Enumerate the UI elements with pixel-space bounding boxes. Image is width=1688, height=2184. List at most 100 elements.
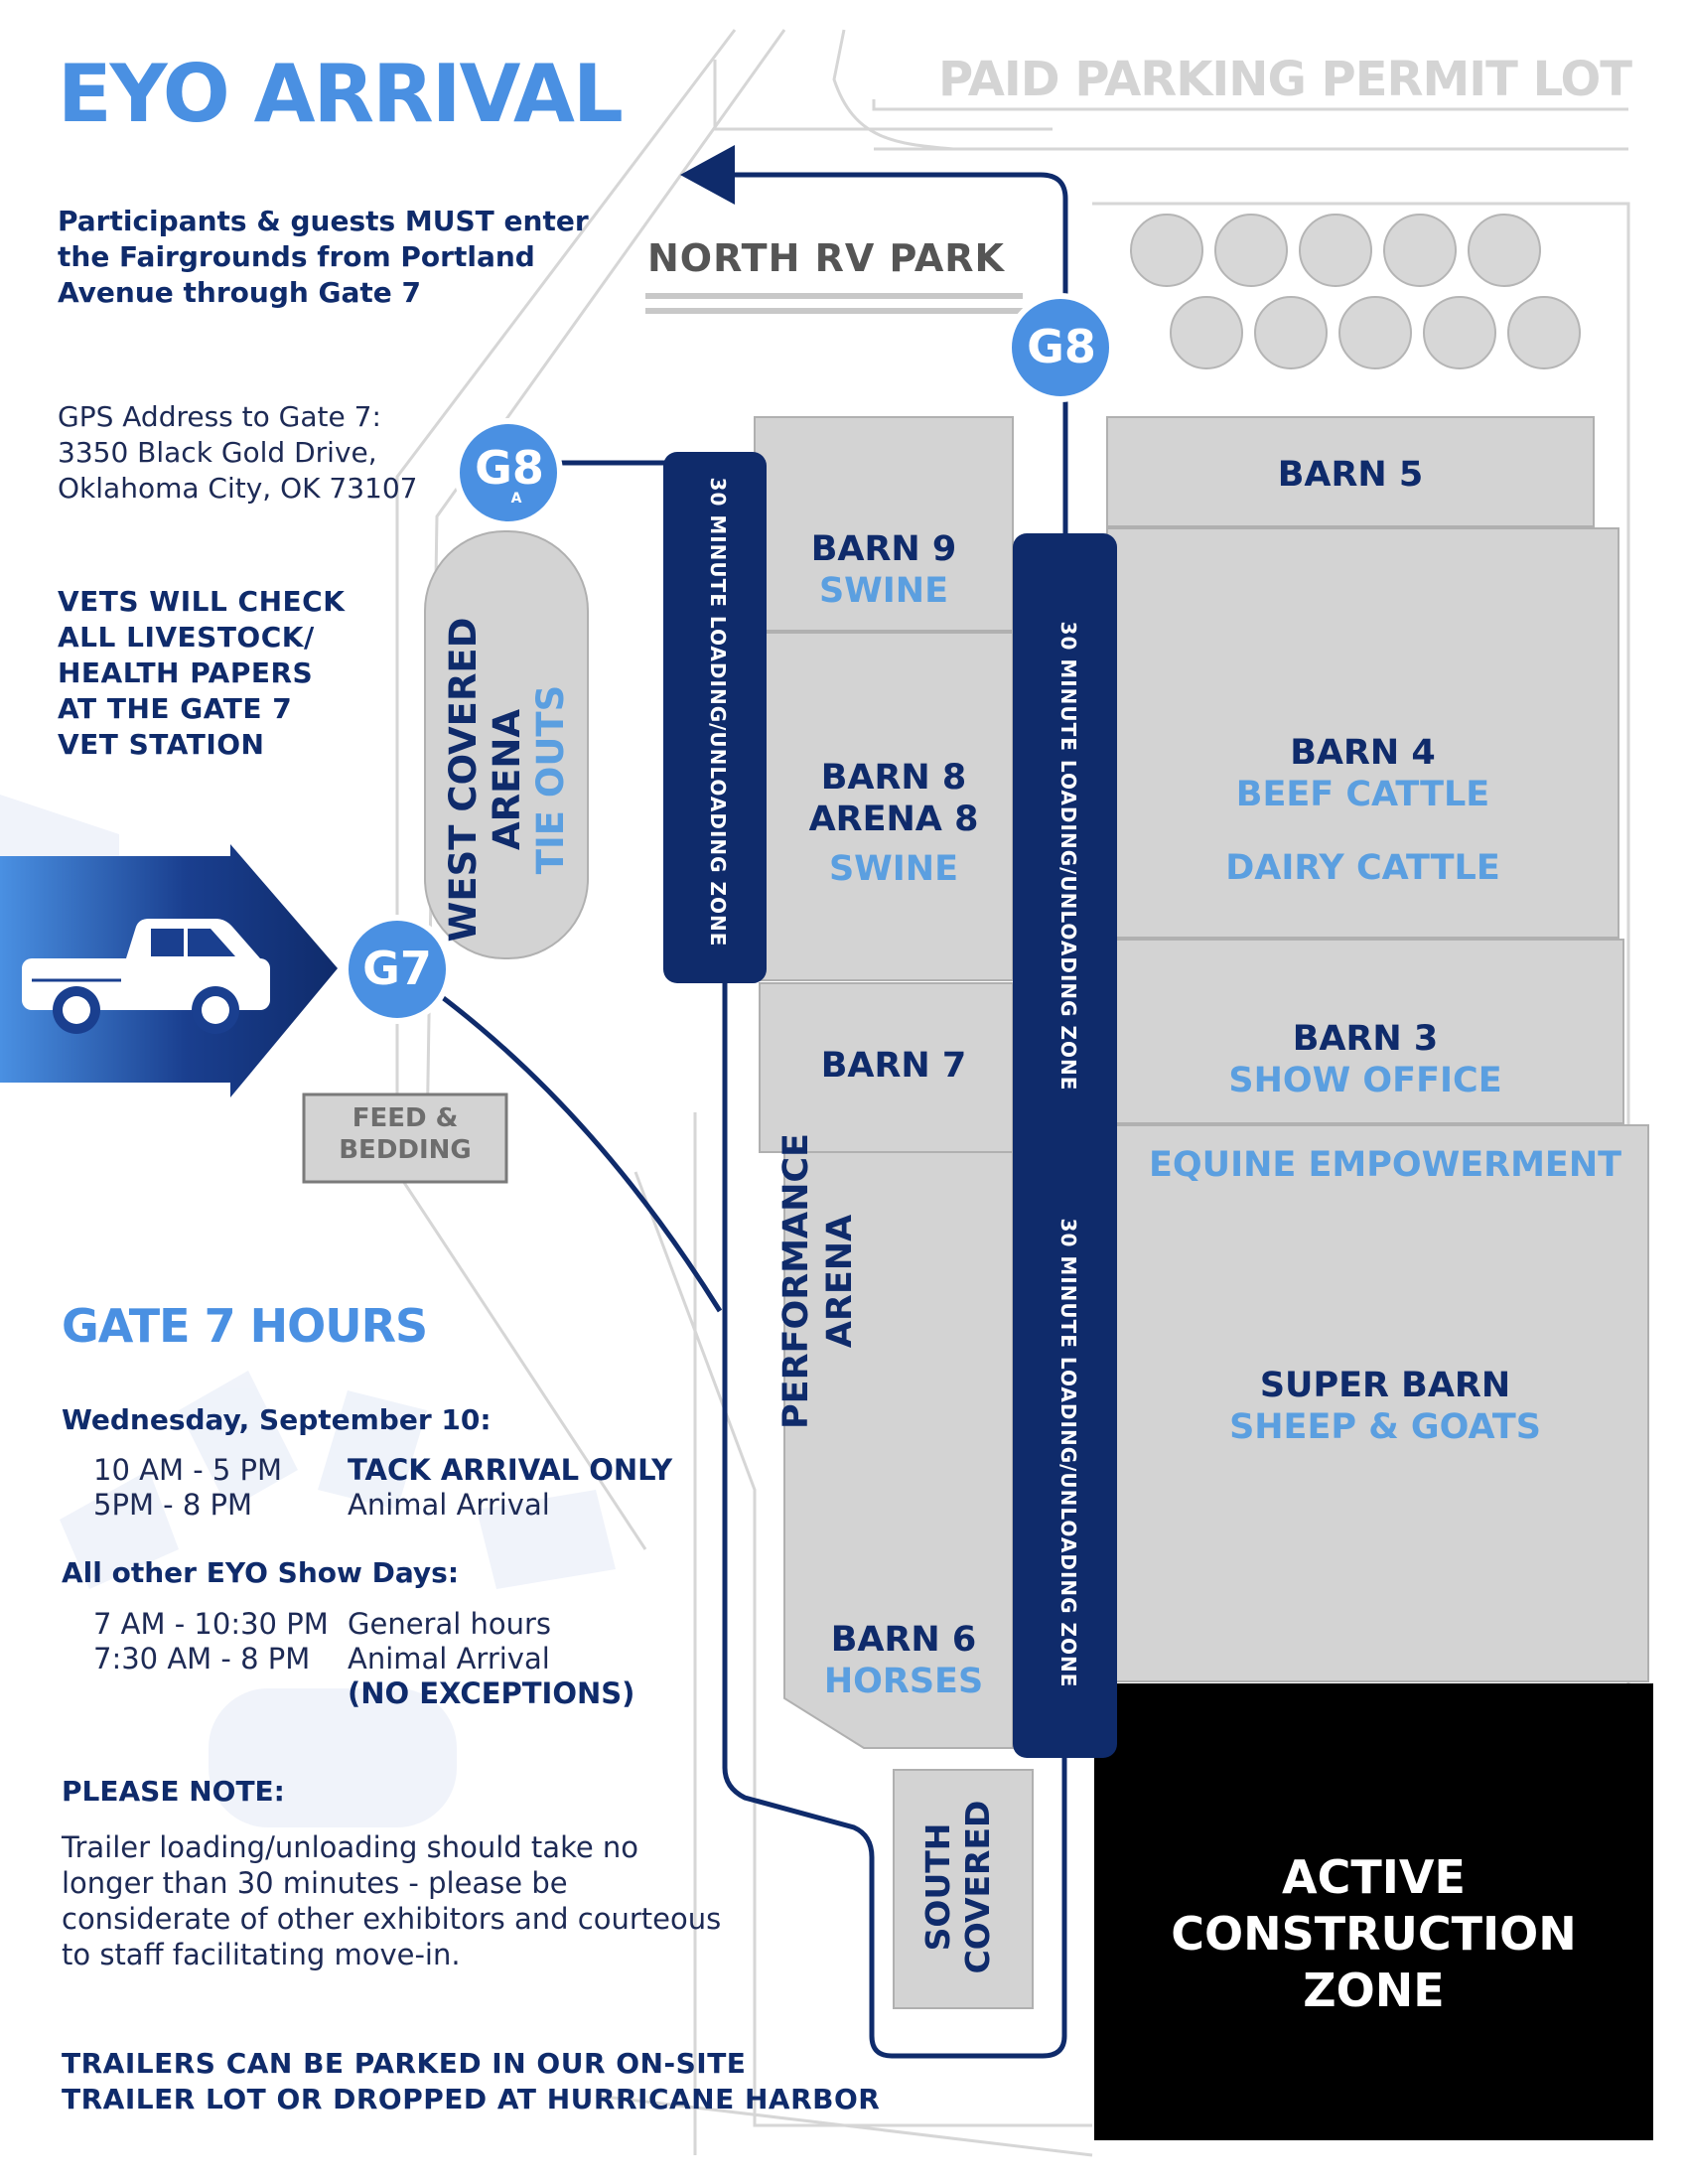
barn9-name: BARN 9 xyxy=(810,529,957,569)
truck-icon xyxy=(22,919,270,1034)
performance-line: ARENA xyxy=(820,1214,860,1349)
performance-line: PERFORMANCE xyxy=(776,1133,816,1429)
barn4-name: BARN 4 xyxy=(1290,733,1436,773)
other-time-1: 7 AM - 10:30 PM xyxy=(93,1607,329,1641)
vets-notice: VETS WILL CHECK ALL LIVESTOCK/ HEALTH PA… xyxy=(58,584,345,763)
west-arena-building xyxy=(424,530,589,959)
super-barn-building xyxy=(1106,1124,1649,1682)
tie-outs-label: TIE OUTS xyxy=(529,684,572,875)
gps-address: GPS Address to Gate 7: 3350 Black Gold D… xyxy=(58,399,417,507)
wednesday-desc-1: TACK ARRIVAL ONLY xyxy=(348,1453,673,1487)
barn8-building xyxy=(754,632,1014,981)
construction-zone xyxy=(1094,1683,1653,2140)
barn3-sub: SHOW OFFICE xyxy=(1228,1061,1502,1100)
construction-line: CONSTRUCTION xyxy=(1171,1907,1577,1961)
vets-line: VETS WILL CHECK xyxy=(58,585,346,618)
other-desc-1: General hours xyxy=(348,1607,552,1641)
south-line: COVERED xyxy=(958,1800,997,1974)
tree-circles xyxy=(1130,214,1581,369)
page-title: EYO ARRIVAL xyxy=(58,48,624,140)
paid-parking-label: PAID PARKING PERMIT LOT xyxy=(938,52,1632,107)
gate-g8-circle xyxy=(1006,293,1115,402)
rv-markers xyxy=(645,293,1023,314)
equine-empowerment-label: EQUINE EMPOWERMENT xyxy=(1107,1144,1663,1186)
loading-zone-label-2: 30 MINUTE LOADING/UNLOADING ZONE xyxy=(1056,621,1080,1092)
route-arrowhead xyxy=(680,145,735,205)
south-line: SOUTH xyxy=(918,1822,957,1952)
super-barn-label: SUPER BARN SHEEP & GOATS xyxy=(1107,1365,1663,1448)
gps-line: Oklahoma City, OK 73107 xyxy=(58,472,418,505)
no-exceptions: (NO EXCEPTIONS) xyxy=(348,1676,635,1710)
trailer-notice: TRAILERS CAN BE PARKED IN OUR ON-SITE TR… xyxy=(62,2046,880,2117)
barn4-sub1: BEEF CATTLE xyxy=(1235,775,1490,814)
barn5-building xyxy=(1106,416,1595,527)
trailer-line: TRAILER LOT OR DROPPED AT HURRICANE HARB… xyxy=(62,2083,881,2115)
gate-g8a-circle xyxy=(454,418,563,527)
note-line: considerate of other exhibitors and cour… xyxy=(62,1902,722,1936)
hours-title: GATE 7 HOURS xyxy=(62,1299,428,1353)
eyo-watermark xyxy=(0,795,616,1827)
super-barn-sub: SHEEP & GOATS xyxy=(1229,1407,1541,1447)
barn3-building xyxy=(1106,939,1624,1124)
other-days-label: All other EYO Show Days: xyxy=(62,1556,460,1589)
barn9-label: BARN 9 SWINE xyxy=(755,528,1013,612)
wednesday-time-1: 10 AM - 5 PM xyxy=(93,1453,283,1487)
gate-g8a-sub: A xyxy=(510,491,522,507)
enter-line: Participants & guests MUST enter xyxy=(58,205,589,237)
barn9-sub: SWINE xyxy=(818,571,949,611)
feed-line: FEED & xyxy=(352,1103,459,1133)
feed-bedding-label: FEED & BEDDING xyxy=(304,1102,506,1166)
note-body: Trailer loading/unloading should take no… xyxy=(62,1829,721,1972)
gate-g7-circle xyxy=(343,915,452,1024)
vets-line: VET STATION xyxy=(58,728,265,761)
arena8-name: ARENA 8 xyxy=(808,800,979,839)
other-time-2: 7:30 AM - 8 PM xyxy=(93,1642,311,1675)
loading-zone-bar-2 xyxy=(1013,533,1117,1758)
note-line: longer than 30 minutes - please be xyxy=(62,1866,568,1900)
south-covered-label: SOUTH COVERED xyxy=(918,1738,1008,2036)
barn7-building xyxy=(759,982,1014,1153)
vets-line: HEALTH PAPERS xyxy=(58,656,314,689)
barn4-building xyxy=(1106,527,1619,939)
wednesday-time-2: 5PM - 8 PM xyxy=(93,1488,253,1522)
construction-line: ZONE xyxy=(1303,1964,1445,2017)
gps-line: GPS Address to Gate 7: xyxy=(58,400,381,433)
vets-line: ALL LIVESTOCK/ xyxy=(58,621,315,654)
barn5-label: BARN 5 xyxy=(1277,455,1424,495)
barn4-label: BARN 4 BEEF CATTLE DAIRY CATTLE xyxy=(1107,732,1618,889)
west-arena-label: WEST COVERED ARENA TIE OUTS xyxy=(442,482,572,1078)
super-barn-name: SUPER BARN xyxy=(1259,1366,1511,1405)
performance-arena-label: PERFORMANCE ARENA xyxy=(774,1083,874,1480)
gate-g8a-label: G8 xyxy=(475,441,544,495)
barn8-sub: SWINE xyxy=(828,849,959,889)
feed-line: BEDDING xyxy=(339,1135,472,1165)
north-rv-park-label: NORTH RV PARK xyxy=(647,236,1005,280)
enter-instruction: Participants & guests MUST enter the Fai… xyxy=(58,204,589,311)
construction-label: ACTIVE CONSTRUCTION ZONE xyxy=(1094,1849,1653,2019)
note-line: Trailer loading/unloading should take no xyxy=(62,1830,639,1864)
loading-zone-label-3: 30 MINUTE LOADING/UNLOADING ZONE xyxy=(1056,1218,1080,1688)
barn9-building xyxy=(754,416,1014,632)
west-arena-line: ARENA xyxy=(486,709,528,851)
performance-arena-building xyxy=(783,1151,1014,1749)
barn8-label: BARN 8 ARENA 8 SWINE xyxy=(765,757,1023,890)
buildings xyxy=(424,416,1649,2009)
background-roads xyxy=(395,29,1630,2157)
enter-line: Avenue through Gate 7 xyxy=(58,276,422,309)
west-arena-line: WEST COVERED xyxy=(442,617,485,943)
barn3-name: BARN 3 xyxy=(1292,1019,1439,1059)
gate-g7-label: G7 xyxy=(362,942,432,995)
equine-text: EQUINE EMPOWERMENT xyxy=(1148,1145,1621,1185)
gate-g8-label: G8 xyxy=(1027,320,1096,373)
barn6-sub: HORSES xyxy=(823,1662,984,1701)
barn3-label: BARN 3 SHOW OFFICE xyxy=(1107,1018,1623,1101)
south-covered-building xyxy=(893,1769,1034,2009)
other-desc-2: Animal Arrival xyxy=(348,1642,550,1675)
barn8-name: BARN 8 xyxy=(820,758,967,798)
loading-zone-label-1: 30 MINUTE LOADING/UNLOADING ZONE xyxy=(706,477,730,947)
barn6-name: BARN 6 xyxy=(830,1620,977,1660)
wednesday-desc-2: Animal Arrival xyxy=(348,1488,550,1522)
vets-line: AT THE GATE 7 xyxy=(58,692,293,725)
note-title: PLEASE NOTE: xyxy=(62,1775,285,1808)
